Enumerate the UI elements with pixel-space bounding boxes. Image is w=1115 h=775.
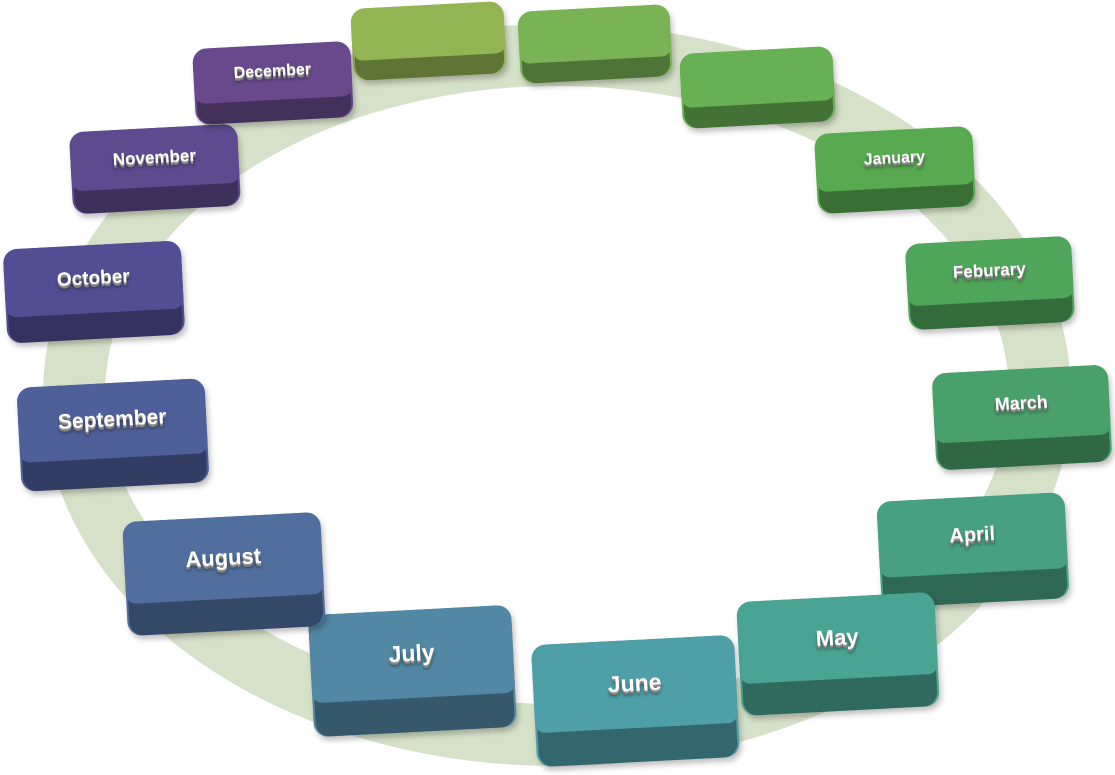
block-face [517, 4, 672, 64]
month-block: June [530, 634, 741, 768]
month-label: July [387, 639, 436, 668]
month-label: June [607, 669, 663, 698]
month-label: December [233, 61, 312, 83]
block-face: July [307, 604, 516, 704]
month-label: August [184, 543, 262, 573]
block-face: August [122, 511, 325, 605]
block-face: April [876, 492, 1069, 579]
month-block [679, 46, 836, 129]
month-block: September [16, 378, 210, 492]
block-face: January [814, 125, 975, 192]
block-face: December [192, 40, 353, 104]
month-block: August [122, 511, 326, 637]
month-block: January [814, 125, 976, 215]
month-block: May [736, 591, 940, 717]
block-face: Feburary [904, 235, 1074, 307]
month-label: April [948, 522, 996, 547]
month-label: January [863, 148, 926, 169]
month-block [350, 1, 507, 81]
block-face: September [16, 378, 209, 463]
month-label: May [815, 623, 860, 652]
month-block: Feburary [904, 235, 1076, 331]
block-face: June [530, 634, 739, 734]
block-face: March [931, 364, 1111, 444]
month-label: September [57, 405, 168, 435]
month-label: Feburary [952, 259, 1027, 282]
month-block: April [876, 492, 1070, 608]
month-block: October [2, 240, 186, 344]
block-face: May [736, 591, 939, 685]
month-block: December [192, 40, 354, 126]
month-label: October [56, 265, 131, 291]
block-face [350, 1, 506, 61]
month-label: November [112, 145, 197, 169]
month-block: July [307, 604, 518, 738]
month-label: March [994, 392, 1049, 415]
block-face [679, 46, 835, 108]
block-face: October [2, 240, 184, 318]
block-face: November [68, 123, 240, 192]
month-block [517, 4, 673, 84]
month-block: November [68, 123, 242, 215]
month-block: March [931, 364, 1113, 471]
